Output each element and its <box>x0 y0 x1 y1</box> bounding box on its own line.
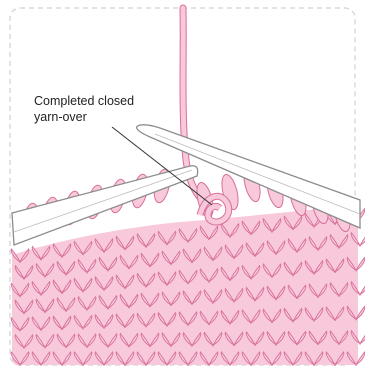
fabric-background <box>12 205 358 365</box>
knitted-fabric <box>11 205 365 365</box>
label-line-2: yarn-over <box>34 109 174 125</box>
completed-closed-yarn-over-label: Completed closed yarn-over <box>34 93 174 125</box>
label-line-1: Completed closed <box>34 93 174 109</box>
